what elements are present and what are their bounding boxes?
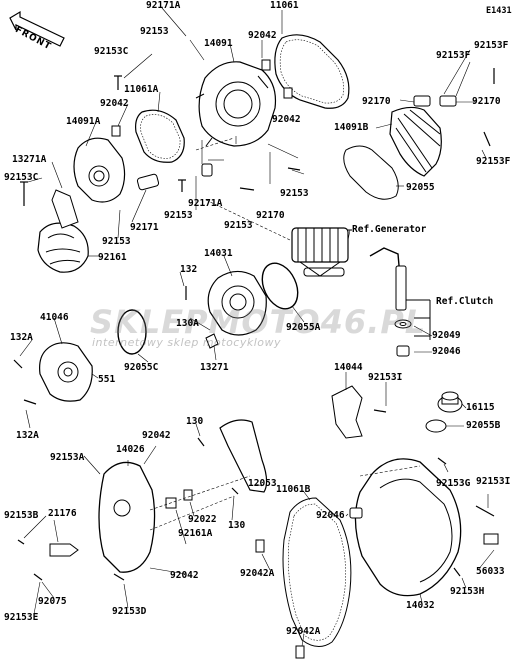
ref-clutch-label: Ref.Clutch <box>436 296 494 307</box>
part-label: 92153 <box>164 210 193 221</box>
part-label: 92055C <box>124 362 159 373</box>
part-label: 11061B <box>276 484 311 495</box>
part-label: 92171 <box>130 222 159 233</box>
part-label: 551 <box>98 374 116 385</box>
part-label: 92153F <box>474 40 509 51</box>
part-label: 16115 <box>466 402 495 413</box>
part-label: 92153C <box>4 172 39 183</box>
part-label: 92075 <box>38 596 67 607</box>
part-label: 11061A <box>124 84 159 95</box>
part-label: 92171A <box>188 198 223 209</box>
ref-generator-label: Ref.Generator <box>352 224 427 235</box>
cover-14026 <box>98 461 156 573</box>
part-label: 13271A <box>12 154 47 165</box>
part-label: 92153I <box>476 476 511 487</box>
part-label: 14026 <box>116 444 145 455</box>
part-label: 11061 <box>270 0 299 11</box>
cover-14091 <box>198 61 277 147</box>
cover-14091b <box>389 106 442 177</box>
part-label: 92042 <box>170 570 199 581</box>
part-label: 92170 <box>256 210 285 221</box>
part-label: 92161A <box>178 528 213 539</box>
part-label: 92153A <box>50 452 85 463</box>
part-label: 56033 <box>476 566 505 577</box>
part-label: 130A <box>176 318 199 329</box>
part-label: 92042 <box>248 30 277 41</box>
part-label: 92153 <box>102 236 131 247</box>
figure-code: E1431 <box>486 6 512 16</box>
part-label: 92153 <box>140 26 169 37</box>
part-label: 13271 <box>200 362 229 373</box>
part-label: 92153C <box>94 46 129 57</box>
part-label: 92170 <box>362 96 391 107</box>
gasket-11061 <box>274 34 350 109</box>
part-label: 92055 <box>406 182 435 193</box>
part-label: 92161 <box>98 252 127 263</box>
part-label: 92153E <box>4 612 39 623</box>
part-label: 92171A <box>146 0 181 11</box>
part-label: 92046 <box>316 510 345 521</box>
part-label: 92153G <box>436 478 471 489</box>
front-arrow-icon <box>9 10 65 47</box>
gasket-11061a <box>135 109 185 163</box>
part-label: 92153H <box>450 586 485 597</box>
part-label: 92055A <box>286 322 321 333</box>
pump-41046 <box>39 342 93 402</box>
cover-14091a <box>73 137 126 203</box>
part-label: 132 <box>180 264 198 275</box>
gasket-11061b <box>282 497 352 647</box>
part-label: 130 <box>186 416 204 427</box>
part-label: 132A <box>16 430 39 441</box>
part-label: 130 <box>228 520 246 531</box>
part-label: 92042A <box>286 626 321 637</box>
gasket-92055 <box>343 145 399 200</box>
part-label: 92042 <box>272 114 301 125</box>
part-label: 12053 <box>248 478 277 489</box>
cover-14032 <box>354 458 462 597</box>
part-label: 92042A <box>240 568 275 579</box>
part-label: 132A <box>10 332 33 343</box>
part-label: 92153I <box>368 372 403 383</box>
part-label: 92055B <box>466 420 501 431</box>
guide-12053 <box>219 419 268 493</box>
part-label: 14091 <box>204 38 233 49</box>
part-label: 92153F <box>436 50 471 61</box>
part-label: 92022 <box>188 514 217 525</box>
part-label: 41046 <box>40 312 69 323</box>
part-label: 92046 <box>432 346 461 357</box>
cover-14031 <box>207 270 267 336</box>
part-label: 14032 <box>406 600 435 611</box>
part-label: 14091A <box>66 116 101 127</box>
part-label: 14044 <box>334 362 363 373</box>
part-label: 92153 <box>280 188 309 199</box>
generator <box>291 227 349 277</box>
part-label: 14091B <box>334 122 369 133</box>
part-label: 92042 <box>100 98 129 109</box>
part-label: 92170 <box>472 96 501 107</box>
guard-92161 <box>37 222 89 273</box>
part-label: 92153 <box>224 220 253 231</box>
part-label: 92153D <box>112 606 147 617</box>
part-label: 92042 <box>142 430 171 441</box>
part-label: 92153F <box>476 156 511 167</box>
part-label: 21176 <box>48 508 77 519</box>
part-label: 92153B <box>4 510 39 521</box>
part-label: 92049 <box>432 330 461 341</box>
part-label: 14031 <box>204 248 233 259</box>
bracket-14044 <box>331 385 363 439</box>
